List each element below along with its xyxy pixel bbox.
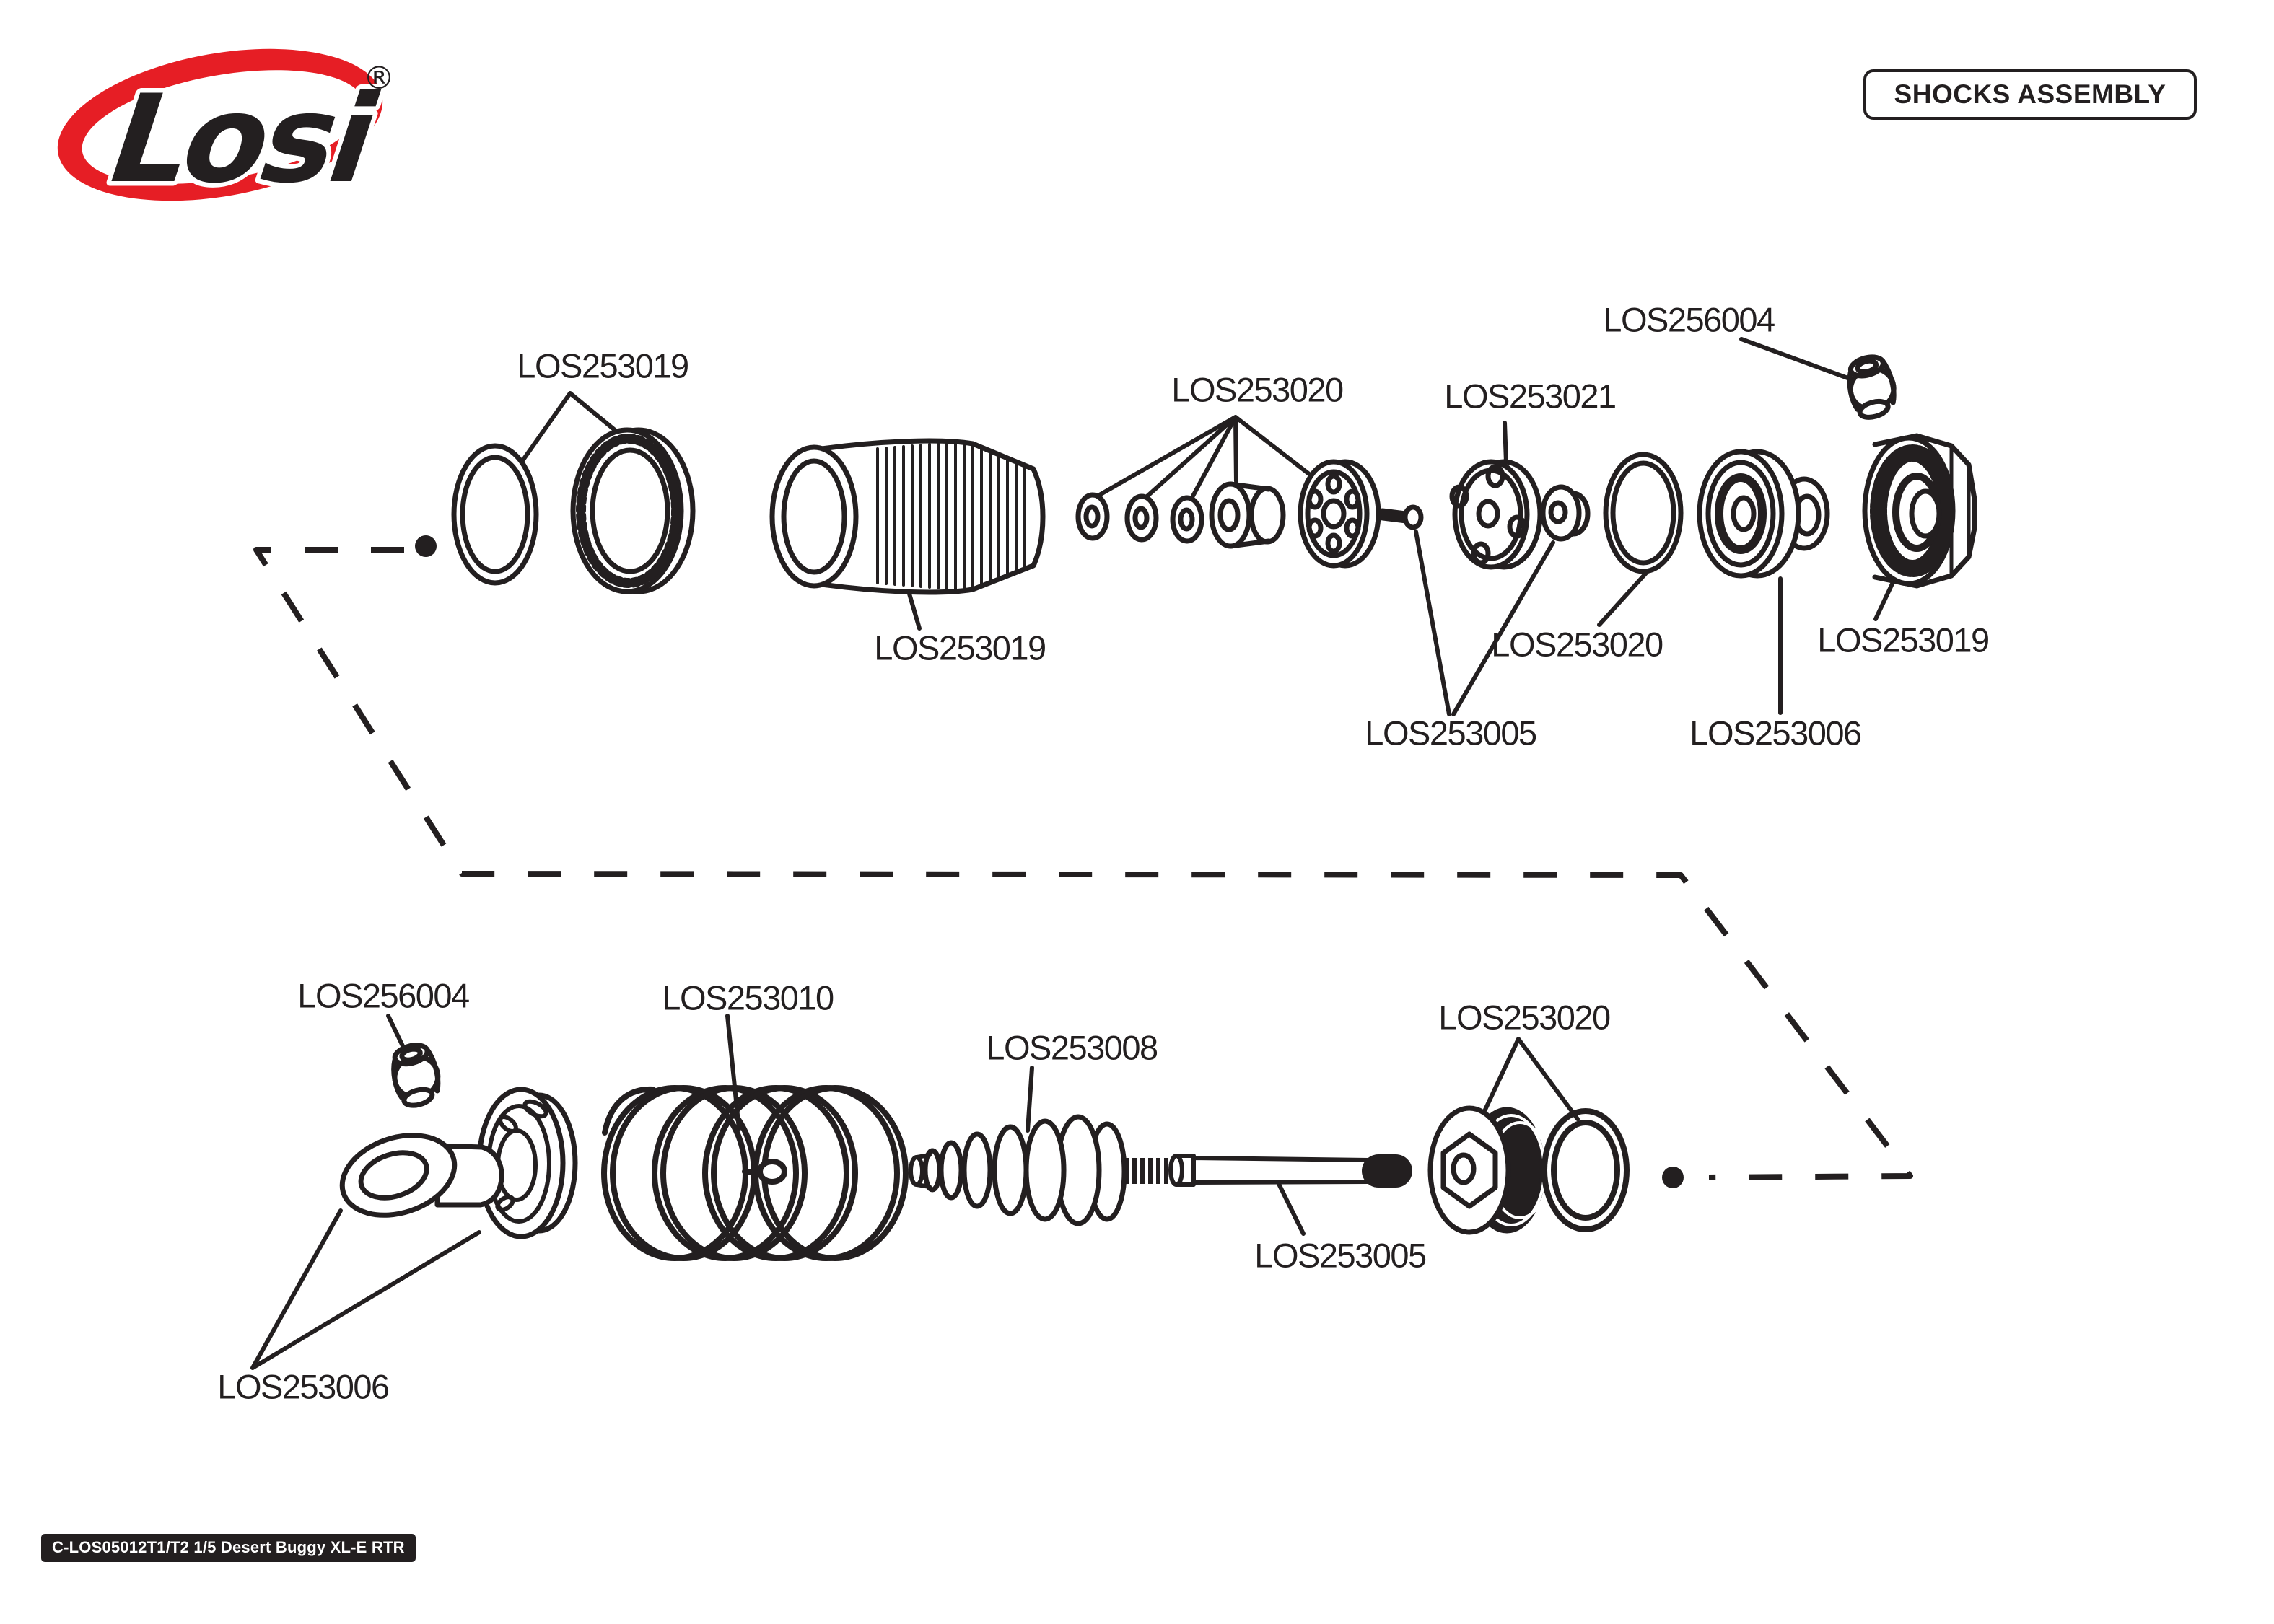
shock-rod-end-eyelet (339, 1133, 504, 1218)
part-label-los253019-cap: LOS253019 (1817, 620, 1990, 659)
shock-cap-large (1862, 433, 1977, 589)
shock-shaft (1124, 1154, 1412, 1188)
shock-seal-cartridge (1697, 449, 1830, 579)
part-label-los253010-spring: LOS253010 (662, 978, 834, 1017)
footer-doc-code: C-LOS05012T1/T2 1/5 Desert Buggy XL-E RT… (52, 1538, 405, 1556)
pivot-ball-bushing-bottom (391, 1043, 441, 1108)
shock-piston-plate (1298, 459, 1381, 569)
shock-rod-nut (1540, 484, 1591, 542)
part-label-los253005-bottom: LOS253005 (1254, 1236, 1427, 1275)
assembly-axis-dot-right (1662, 1167, 1684, 1188)
part-label-los256004-bottom: LOS256004 (297, 976, 470, 1015)
losi-logo-swoosh (57, 48, 383, 201)
sheet-title: SHOCKS ASSEMBLY (1894, 79, 2166, 109)
part-label-los253020-washers: LOS253020 (1171, 370, 1344, 409)
assembly-axis-dot-left (415, 535, 437, 557)
shock-spacer-bushing (1209, 481, 1286, 549)
shock-boot-bellows (909, 1114, 1127, 1226)
shock-piston-head (1449, 459, 1543, 570)
losi-logo: Losi ® (57, 48, 398, 214)
shock-piston-bottom (1427, 1105, 1550, 1235)
footer-doc-code-badge: C-LOS05012T1/T2 1/5 Desert Buggy XL-E RT… (41, 1534, 416, 1562)
part-label-los253021-piston: LOS253021 (1444, 377, 1617, 416)
spring-cup-retainer (476, 1087, 578, 1239)
leader-lines (250, 337, 1902, 1370)
part-label-los256004-top: LOS256004 (1603, 300, 1775, 339)
part-label-los253020-bottom: LOS253020 (1438, 998, 1611, 1037)
shock-shaft-screw-pin (1376, 504, 1424, 530)
part-label-los253020-top-right: LOS253020 (1491, 625, 1663, 664)
sheet-title-box: SHOCKS ASSEMBLY (1863, 69, 2197, 120)
part-label-los253005-top: LOS253005 (1365, 714, 1537, 752)
part-label-los253008-boot: LOS253008 (986, 1028, 1158, 1067)
registered-trademark-symbol: ® (363, 60, 395, 97)
shock-body-threaded (769, 438, 1046, 595)
shock-collar-oring (451, 443, 539, 586)
shock-washer-small-2 (1124, 493, 1159, 543)
shock-washer-small-1 (1075, 492, 1110, 541)
part-label-los253006-bottom: LOS253006 (217, 1367, 390, 1406)
shock-oring-large-top (1603, 452, 1684, 574)
shock-spring-coil (601, 1085, 909, 1261)
shock-oring-large-bottom (1541, 1108, 1630, 1232)
shock-washer-small-3 (1170, 495, 1204, 544)
part-label-los253019-rings: LOS253019 (517, 346, 689, 385)
pivot-ball-bushing-top (1847, 354, 1897, 420)
assembly-axis-dashed-line (253, 535, 1913, 1188)
spring-adjuster-knurled-ring (570, 427, 696, 594)
part-label-los253006-top: LOS253006 (1689, 714, 1862, 752)
part-label-los253019-body: LOS253019 (874, 628, 1046, 667)
losi-logo-wordmark: Losi (91, 69, 394, 210)
